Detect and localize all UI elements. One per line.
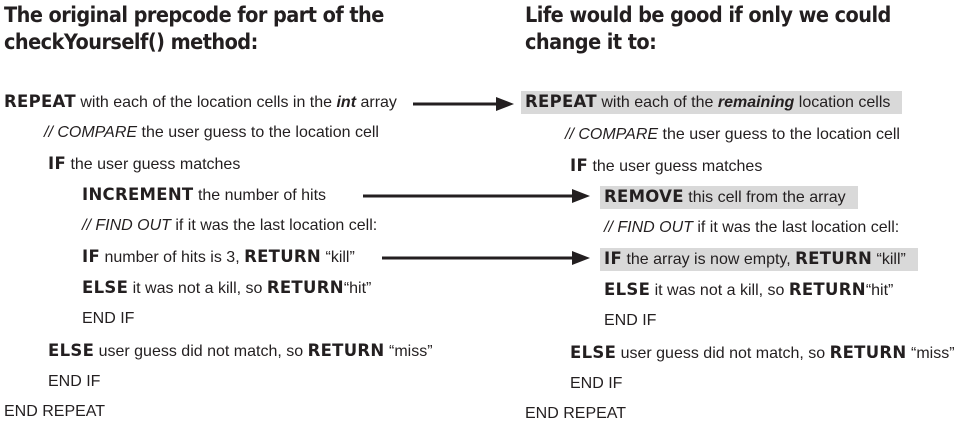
keyword: INCREMENT [82,185,194,204]
left-heading-line-2: checkYourself() method: [4,30,258,54]
right-line-remove: REMOVE this cell from the array [600,186,858,209]
left-line-end-repeat: END REPEAT [4,403,106,420]
right-line-endif-inner: END IF [604,312,657,329]
keyword: REMOVE [604,187,684,206]
right-heading-line-1: Life would be good if only we could [525,3,891,27]
comment-keyword: FIND OUT [617,219,693,236]
keyword: ELSE [570,343,617,362]
keyword: RETURN [266,278,344,297]
right-line-findout-comment: // FIND OUT if it was the last location … [604,219,900,236]
keyword: REPEAT [4,92,76,111]
arrow-increment-to-remove [363,189,590,203]
keyword: RETURN [244,247,322,266]
right-line-compare-comment: // COMPARE the user guess to the locatio… [565,126,900,143]
keyword: ELSE [82,278,129,297]
right-heading: Life would be good if only we could chan… [525,2,891,56]
left-heading: The original prepcode for part of the ch… [4,2,384,56]
arrow-if-hits-to-if-empty [382,251,590,265]
right-line-repeat: REPEAT with each of the remaining locati… [521,91,903,114]
comment-keyword: COMPARE [57,124,138,141]
keyword: IF [570,156,589,175]
keyword: IF [604,249,623,268]
left-line-compare-comment: // COMPARE the user guess to the locatio… [44,124,379,141]
keyword: IF [48,154,67,173]
highlight-box: REPEAT with each of the remaining locati… [521,91,903,114]
keyword: ELSE [48,341,95,360]
highlight-box: IF the array is now empty, RETURN “kill” [600,248,918,271]
right-line-if-matches: IF the user guess matches [570,156,763,175]
left-line-increment: INCREMENT the number of hits [82,185,327,204]
right-line-else-hit: ELSE it was not a kill, so RETURN“hit” [604,280,894,299]
left-line-if-hits: IF number of hits is 3, RETURN “kill” [82,247,355,266]
emphasis: remaining [717,94,795,111]
left-heading-line-1: The original prepcode for part of the [4,3,384,27]
keyword: IF [82,247,101,266]
right-line-else-miss: ELSE user guess did not match, so RETURN… [570,343,955,362]
keyword: RETURN [788,280,866,299]
keyword: RETURN [795,249,873,268]
comment-keyword: FIND OUT [95,217,171,234]
right-line-if-empty: IF the array is now empty, RETURN “kill” [600,248,918,271]
emphasis: int [336,94,357,111]
keyword: RETURN [829,343,907,362]
arrow-repeat [413,97,514,111]
right-line-endif-outer: END IF [570,375,623,392]
right-line-end-repeat: END REPEAT [525,405,627,422]
left-line-else-hit: ELSE it was not a kill, so RETURN“hit” [82,278,372,297]
left-line-findout-comment: // FIND OUT if it was the last location … [82,217,378,234]
comment-keyword: COMPARE [578,126,659,143]
left-line-endif-outer: END IF [48,373,101,390]
left-line-endif-inner: END IF [82,310,135,327]
left-line-if-matches: IF the user guess matches [48,154,241,173]
right-heading-line-2: change it to: [525,30,657,54]
left-line-repeat: REPEAT with each of the location cells i… [4,92,397,111]
highlight-box: REMOVE this cell from the array [600,186,858,209]
keyword: REPEAT [525,92,597,111]
left-line-else-miss: ELSE user guess did not match, so RETURN… [48,341,433,360]
keyword: RETURN [307,341,385,360]
keyword: ELSE [604,280,651,299]
